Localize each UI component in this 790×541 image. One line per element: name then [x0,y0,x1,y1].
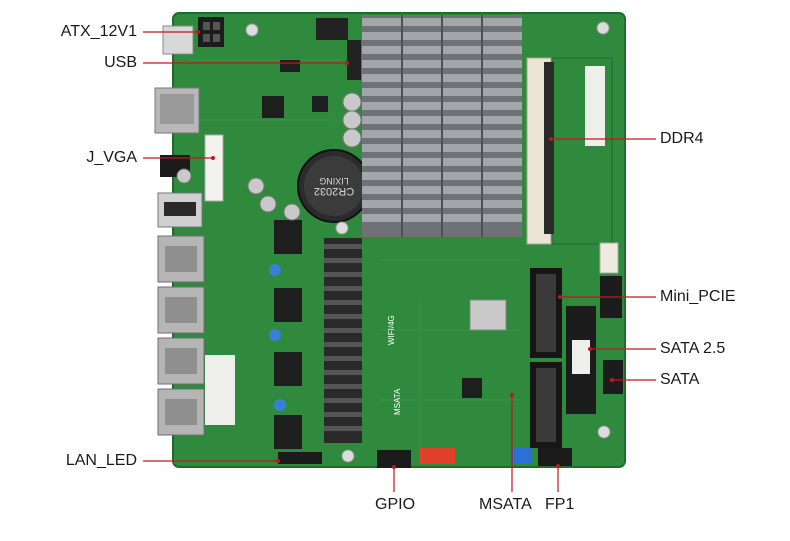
battery-brand: LIXING [319,176,349,186]
fp1-header [538,448,572,466]
wifi-silk: WIFI/4G [387,315,396,345]
chipset-heatsink [324,238,362,443]
label-sata: SATA [660,371,700,388]
vga-header [204,134,224,202]
cpu-heatsink [362,15,522,237]
label-atx-12v1: ATX_12V1 [60,23,137,40]
label-usb: USB [104,54,137,71]
sata-connector [603,360,623,394]
msata-header [512,448,532,464]
label-msata: MSATA [479,496,532,513]
label-sata-2-5: SATA 2.5 [660,340,726,357]
leader-lines [143,31,656,492]
label-gpio: GPIO [375,496,416,513]
atx-connector [198,17,224,47]
msata-silk: MSATA [393,388,402,415]
label-ddr4: DDR4 [660,130,704,147]
label-mini-pcie: Mini_PCIE [660,288,736,305]
label-fp1: FP1 [545,496,575,513]
label-lan-led: LAN_LED [65,452,137,469]
label-j-vga: J_VGA [86,149,137,166]
battery-label: CR2032 [314,185,354,197]
gpio-header [377,450,411,468]
usb-header [316,18,348,40]
lan-ports [157,235,205,436]
